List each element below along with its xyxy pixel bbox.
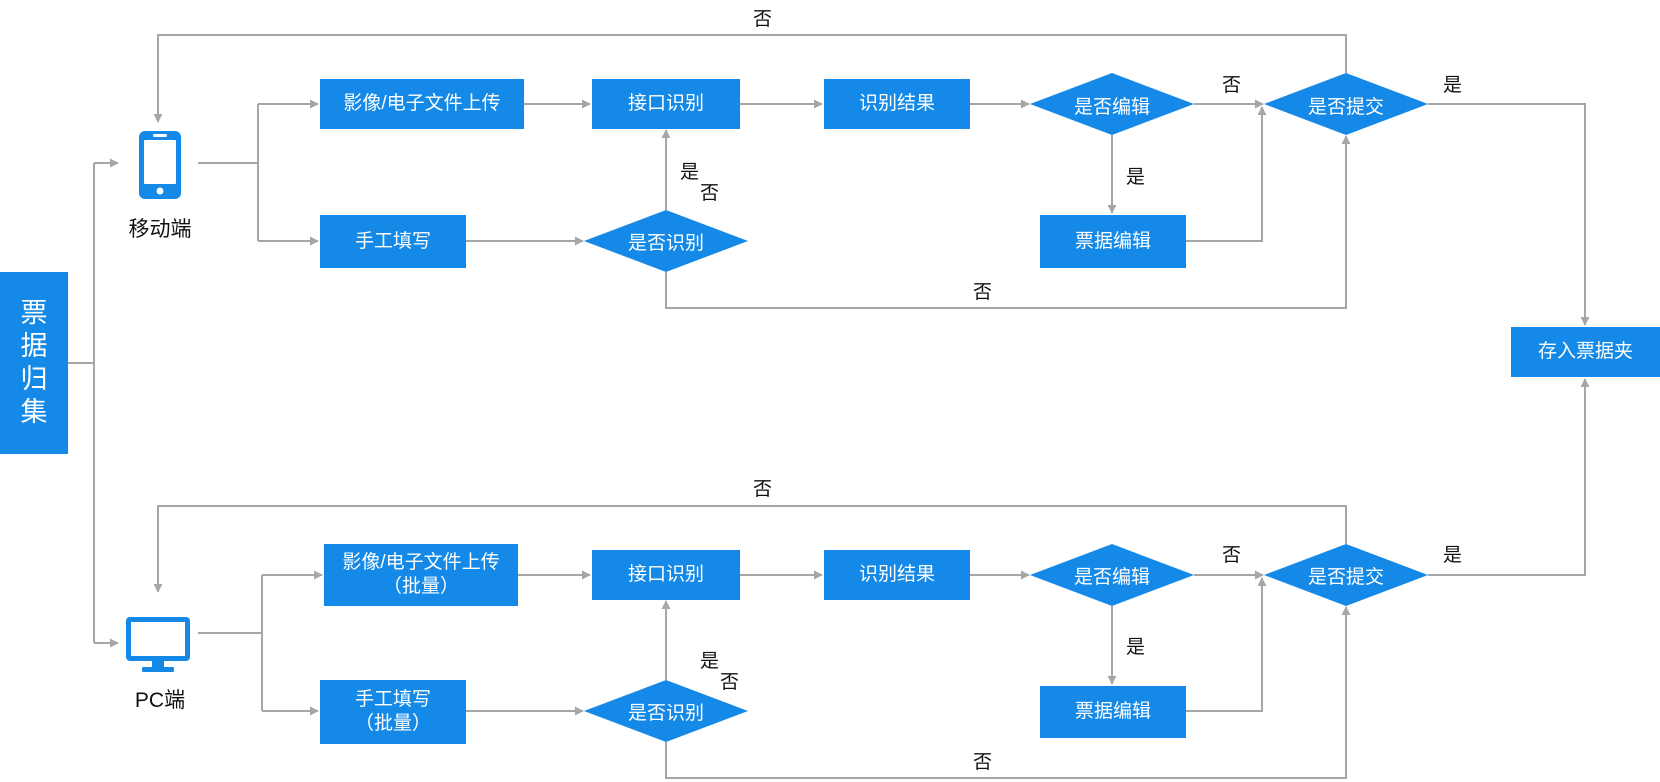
pc-recognize-no-label-b: 否: [973, 752, 993, 773]
pc-interface-recognize-label: 接口识别: [627, 564, 704, 585]
root-title-box: 票 据 归 集: [0, 272, 68, 454]
mobile-recognize-no-label-a: 否: [700, 183, 720, 204]
monitor-icon: [126, 617, 190, 672]
pc-submit-yes-to-save-arrow: [1428, 378, 1590, 576]
mobile-recognize-result-label: 识别结果: [858, 93, 935, 114]
mobile-top-no-label: 否: [753, 9, 773, 30]
pc-top-no-label: 否: [753, 479, 773, 500]
mobile-recognize-yes-label: 是: [680, 162, 700, 183]
root-char-1: 票: [20, 298, 48, 328]
pc-upload-box: 影像/电子文件上传 （批量）: [324, 544, 518, 606]
mobile-bill-edit-box: 票据编辑: [1040, 215, 1186, 268]
mobile-upload-label: 影像/电子文件上传: [343, 93, 501, 114]
pc-manual-fill-label-line1: 手工填写: [354, 689, 431, 710]
pc-upload-label-line2: （批量）: [382, 576, 459, 597]
mobile-billedit-to-submit-arrow: [1186, 106, 1267, 242]
mobile-whether-submit-diamond: [1264, 73, 1428, 135]
pc-recognize-result-label: 识别结果: [858, 564, 935, 585]
pc-whether-submit-diamond: [1264, 544, 1428, 606]
root-char-4: 集: [20, 397, 48, 427]
mobile-bill-edit-label: 票据编辑: [1074, 230, 1151, 252]
mobile-submit-yes-to-save-arrow: [1428, 103, 1590, 326]
mobile-upload-box: 影像/电子文件上传: [320, 79, 524, 129]
mobile-device-label: 移动端: [128, 218, 192, 241]
pc-submit-yes-label: 是: [1443, 545, 1463, 566]
pc-billedit-to-submit-arrow: [1186, 577, 1267, 712]
pc-bill-edit-label: 票据编辑: [1074, 701, 1151, 722]
pc-recognize-no-to-submit-arrow: [665, 606, 1351, 779]
save-to-bill-folder-label: 存入票据夹: [1537, 341, 1633, 362]
root-char-2: 据: [20, 331, 48, 361]
pc-recognize-no-label-a: 否: [720, 672, 740, 693]
pc-recognize-yes-label: 是: [700, 651, 720, 672]
mobile-interface-recognize-label: 接口识别: [627, 93, 704, 114]
mobile-whether-edit-diamond: [1030, 73, 1194, 135]
pc-whether-recognize-diamond: [584, 680, 748, 742]
mobile-interface-recognize-box: 接口识别: [592, 79, 740, 129]
mobile-whether-recognize-diamond: [584, 210, 748, 272]
mobile-edit-yes-label: 是: [1126, 167, 1146, 188]
mobile-recognize-no-label-b: 否: [973, 282, 993, 303]
mobile-manual-fill-box: 手工填写: [320, 215, 466, 268]
pc-submit-no-loop-arrow: [153, 505, 1347, 593]
pc-bill-edit-box: 票据编辑: [1040, 686, 1186, 738]
pc-recognize-result-box: 识别结果: [824, 550, 970, 600]
mobile-edit-no-label: 否: [1222, 75, 1242, 96]
pc-interface-recognize-box: 接口识别: [592, 550, 740, 600]
pc-manual-fill-box: 手工填写 （批量）: [320, 680, 466, 744]
save-to-bill-folder-box: 存入票据夹: [1511, 327, 1660, 377]
smartphone-icon: [139, 131, 181, 199]
pc-whether-edit-diamond: [1030, 544, 1194, 606]
mobile-submit-no-loop-arrow: [153, 34, 1347, 123]
pc-upload-label-line1: 影像/电子文件上传: [342, 552, 500, 573]
pc-edit-no-label: 否: [1222, 545, 1242, 566]
mobile-submit-yes-label: 是: [1443, 75, 1463, 96]
root-char-3: 归: [20, 364, 48, 394]
mobile-recognize-no-to-submit-arrow: [665, 135, 1351, 309]
pc-manual-fill-label-line2: （批量）: [354, 713, 431, 734]
pc-edit-yes-label: 是: [1126, 637, 1146, 658]
pc-device-label: PC端: [134, 689, 186, 712]
mobile-manual-fill-label: 手工填写: [354, 230, 431, 252]
mobile-recognize-result-box: 识别结果: [824, 79, 970, 129]
